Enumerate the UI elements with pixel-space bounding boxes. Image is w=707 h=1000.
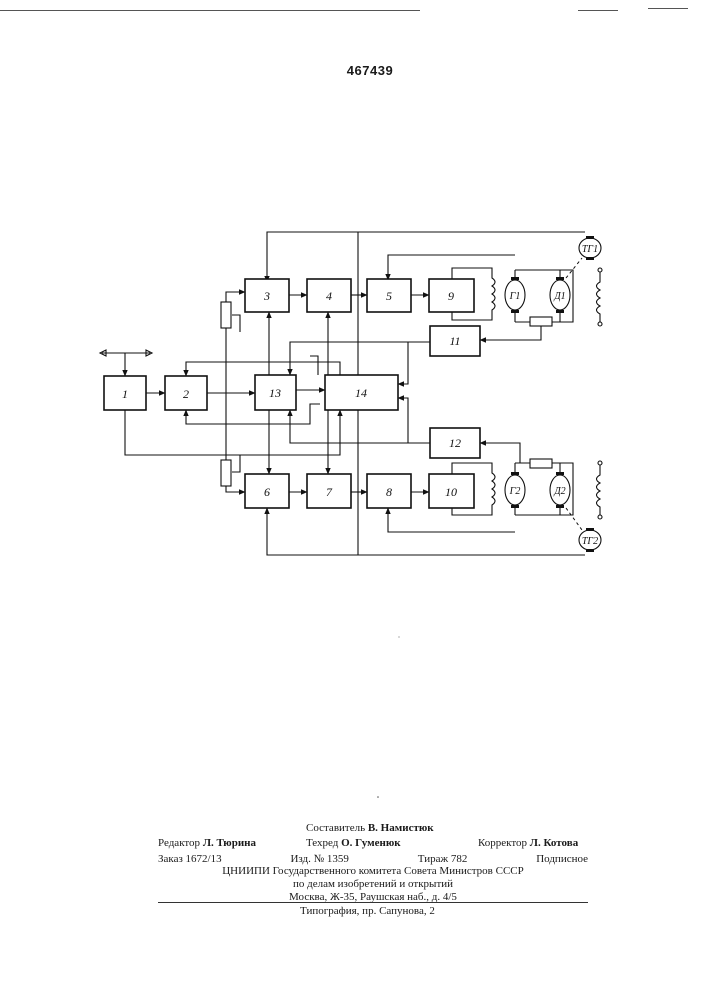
motor-d2-label: Д2 xyxy=(553,486,565,497)
editor-name: Л. Тюрина xyxy=(203,837,256,849)
block-9-label: 9 xyxy=(448,289,454,303)
wire-11-13 xyxy=(290,342,430,375)
order-number: Заказ 1672/13 xyxy=(158,853,222,865)
org-line-1: ЦНИИПИ Государственного комитета Совета … xyxy=(158,865,588,878)
brush xyxy=(586,236,594,239)
block-13-label: 13 xyxy=(269,386,281,400)
block-4-label: 4 xyxy=(326,289,332,303)
generator-g1-label: Г1 xyxy=(509,291,521,302)
techeditor-line: Техред О. Гуменюк xyxy=(306,837,401,849)
brush xyxy=(556,310,564,313)
block-5-label: 5 xyxy=(386,289,392,303)
wire-shunt-11 xyxy=(480,326,541,340)
compiler-label: Составитель xyxy=(306,822,365,834)
wire-tg1-feedback xyxy=(267,232,585,282)
brush xyxy=(511,310,519,313)
block-12-label: 12 xyxy=(449,436,461,450)
potentiometer-bottom xyxy=(221,460,231,486)
wire-11-14 xyxy=(398,342,408,384)
scan-speck xyxy=(377,796,379,798)
printer-line: Типография, пр. Сапунова, 2 xyxy=(300,905,435,917)
scan-speck xyxy=(398,636,399,637)
wire-pot-3 xyxy=(226,292,245,302)
brush xyxy=(511,277,519,280)
shunt-resistor-top xyxy=(530,317,552,326)
terminal xyxy=(598,268,602,272)
wire-pot-6 xyxy=(226,486,245,492)
compiler-name: В. Намистюк xyxy=(368,822,434,834)
brush xyxy=(586,257,594,260)
brush xyxy=(556,472,564,475)
motor-field-top xyxy=(597,272,601,322)
motor-d1-label: Д1 xyxy=(553,291,565,302)
generator-g2-label: Г2 xyxy=(509,486,521,497)
divider xyxy=(158,902,588,903)
wire-1-14 xyxy=(125,410,340,455)
wire-shunt-12 xyxy=(480,443,530,463)
tachogenerator-tg2-label: ТГ2 xyxy=(582,536,598,547)
corrector-line: Корректор Л. Котова xyxy=(478,837,578,849)
armature-loop-top xyxy=(515,270,560,322)
shaft-coupling-bottom xyxy=(566,508,582,530)
terminal xyxy=(598,322,602,326)
wire-cross-link xyxy=(310,356,318,375)
block-11-label: 11 xyxy=(449,334,460,348)
block-3-label: 3 xyxy=(263,289,270,303)
wire-pot-slider-bottom xyxy=(232,455,240,472)
motor-field-bottom xyxy=(597,465,601,515)
brush xyxy=(586,549,594,552)
brush xyxy=(556,277,564,280)
imprint-block: Заказ 1672/13 Изд. № 1359 Тираж 782 Подп… xyxy=(158,853,588,904)
corrector-name: Л. Котова xyxy=(530,837,578,849)
block-1-label: 1 xyxy=(122,387,128,401)
block-7-label: 7 xyxy=(326,485,333,499)
techeditor-label: Техред xyxy=(306,837,338,849)
circulation: Тираж 782 xyxy=(418,853,468,865)
org-line-2: по делам изобретений и открытий xyxy=(158,878,588,891)
edition-number: Изд. № 1359 xyxy=(290,853,348,865)
techeditor-name: О. Гуменюк xyxy=(341,837,400,849)
wire-12-14 xyxy=(398,398,408,443)
brush xyxy=(511,505,519,508)
brush xyxy=(586,528,594,531)
block-10-label: 10 xyxy=(445,485,457,499)
terminal xyxy=(598,515,602,519)
shunt-resistor-bottom xyxy=(530,459,552,468)
brush xyxy=(556,505,564,508)
editor-label: Редактор xyxy=(158,837,200,849)
editor-line: Редактор Л. Тюрина xyxy=(158,837,256,849)
armature-loop-bottom-sides xyxy=(515,463,560,515)
shaft-coupling-top xyxy=(566,258,582,278)
block-6-label: 6 xyxy=(264,485,270,499)
armature-loop-bottom xyxy=(515,463,560,515)
brush xyxy=(511,472,519,475)
block-14-label: 14 xyxy=(355,386,367,400)
tachogenerator-tg1-label: ТГ1 xyxy=(582,244,598,255)
corrector-label: Корректор xyxy=(478,837,527,849)
block-8-label: 8 xyxy=(386,485,392,499)
imprint-row: Заказ 1672/13 Изд. № 1359 Тираж 782 Подп… xyxy=(158,853,588,865)
wire-12-13 xyxy=(290,410,430,443)
armature-loop-top-sides xyxy=(515,270,560,322)
wire-14-2-top xyxy=(186,362,340,376)
block-2-label: 2 xyxy=(183,387,189,401)
subscription: Подписное xyxy=(536,853,588,865)
compiler-line: Составитель В. Намистюк xyxy=(306,822,434,834)
potentiometer-top xyxy=(221,302,231,328)
wire-pot-slider-top xyxy=(232,315,240,332)
terminal xyxy=(598,461,602,465)
